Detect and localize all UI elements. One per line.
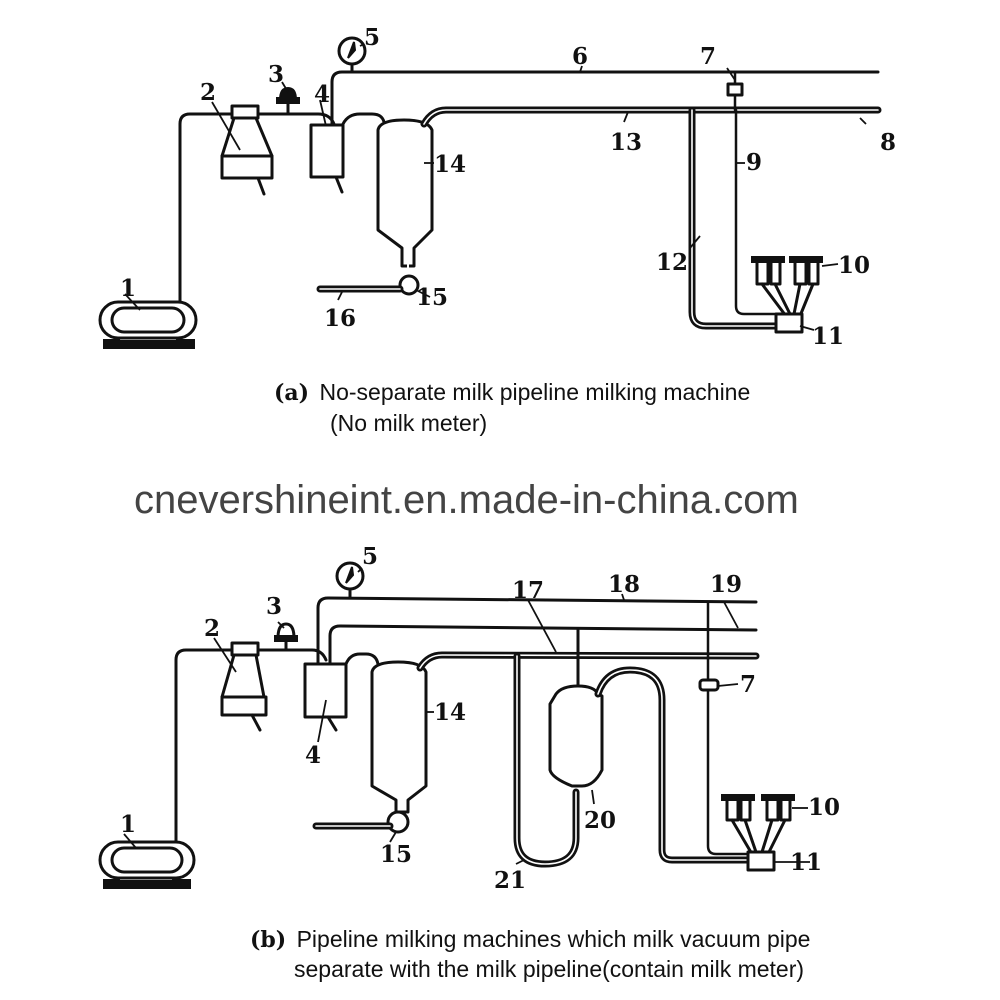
- vacuum-line-pump-a: [178, 112, 336, 304]
- pulse-tube-9-a: [734, 108, 780, 316]
- vacuum-pipe-18-b: [316, 596, 758, 666]
- part-numbers-b: 1 2 3 4 5 7 10 11 14 15 17 18 19 20 21: [120, 543, 840, 894]
- caption-a: (a) No-separate milk pipeline milking ma…: [274, 377, 750, 408]
- pulsator-b: [698, 600, 750, 856]
- caption-b-tag: (b): [250, 927, 287, 953]
- label-14-b: 14: [434, 699, 466, 726]
- label-18-b: 18: [608, 571, 640, 598]
- label-4-b: 4: [305, 742, 321, 769]
- regulator-tank-a: [220, 104, 274, 196]
- label-11-b: 11: [790, 849, 822, 876]
- label-1-a: 1: [120, 275, 136, 302]
- vacuum-pump-b: [98, 840, 196, 889]
- label-9-a: 9: [746, 149, 762, 176]
- leaders-a: [124, 43, 867, 331]
- valve-b: [274, 622, 298, 652]
- figure-b: [98, 561, 795, 889]
- vacuum-gauge-b: [335, 561, 365, 600]
- figure-a: [98, 36, 882, 349]
- milk-pump-a: [398, 274, 420, 296]
- label-3-a: 3: [268, 61, 284, 88]
- pulsator-a: [726, 70, 744, 112]
- watermark: cnevershineint.en.made-in-china.com: [134, 478, 799, 522]
- caption-a-line1: No-separate milk pipeline milking machin…: [319, 379, 751, 405]
- label-5-b: 5: [362, 543, 378, 570]
- label-10-a: 10: [838, 252, 870, 279]
- label-3-b: 3: [266, 593, 282, 620]
- label-12-a: 12: [656, 249, 688, 276]
- label-17-b: 17: [512, 577, 544, 604]
- leaders-b: [123, 567, 810, 865]
- part-numbers-a: 1 2 3 4 5 6 7 8 9 10 11 12 13 14 15 16: [120, 24, 896, 350]
- caption-b-line2: separate with the milk pipeline(contain …: [294, 956, 805, 982]
- milk-pipeline-17-b: [416, 651, 760, 672]
- caption-a-tag: (a): [274, 380, 310, 406]
- label-1-b: 1: [120, 811, 136, 838]
- label-2-a: 2: [200, 79, 216, 106]
- claw-b: [746, 850, 776, 872]
- milk-pipeline-13-a: [420, 106, 882, 128]
- label-15-b: 15: [380, 841, 412, 868]
- caption-b-line1: Pipeline milking machines which milk vac…: [296, 926, 811, 952]
- label-16-a: 16: [324, 305, 356, 332]
- label-13-a: 13: [610, 129, 642, 156]
- caption-a-line2: (No milk meter): [330, 410, 488, 436]
- label-19-b: 19: [710, 571, 742, 598]
- receiver-jar-b: [370, 660, 428, 814]
- vacuum-gauge-a: [337, 36, 367, 74]
- valve-a: [276, 86, 300, 116]
- label-21-b: 21: [494, 867, 526, 894]
- label-14-a: 14: [434, 151, 466, 178]
- milk-meter-b: [548, 684, 604, 788]
- pulsation-pipe-19-b: [328, 624, 758, 666]
- claw-a: [774, 312, 804, 334]
- label-20-b: 20: [584, 807, 616, 834]
- label-15-a: 15: [416, 284, 448, 311]
- teat-cups-b: [721, 794, 795, 856]
- label-11-a: 11: [812, 323, 844, 350]
- teat-cups-a: [751, 256, 823, 318]
- label-8-a: 8: [880, 129, 896, 156]
- label-7-a: 7: [700, 43, 716, 70]
- regulator-tank-b: [220, 641, 268, 732]
- label-5-a: 5: [364, 24, 380, 51]
- vacuum-pipe-6-a: [330, 70, 880, 126]
- interceptor-b: [303, 662, 348, 732]
- label-4-a: 4: [314, 81, 330, 108]
- label-10-b: 10: [808, 794, 840, 821]
- interceptor-a: [309, 123, 345, 194]
- label-6-a: 6: [572, 43, 588, 70]
- label-2-b: 2: [204, 615, 220, 642]
- vacuum-pump-a: [98, 300, 198, 349]
- caption-b: (b) Pipeline milking machines which milk…: [250, 924, 810, 955]
- label-7-b: 7: [740, 671, 756, 698]
- receiver-jar-a: [376, 118, 434, 278]
